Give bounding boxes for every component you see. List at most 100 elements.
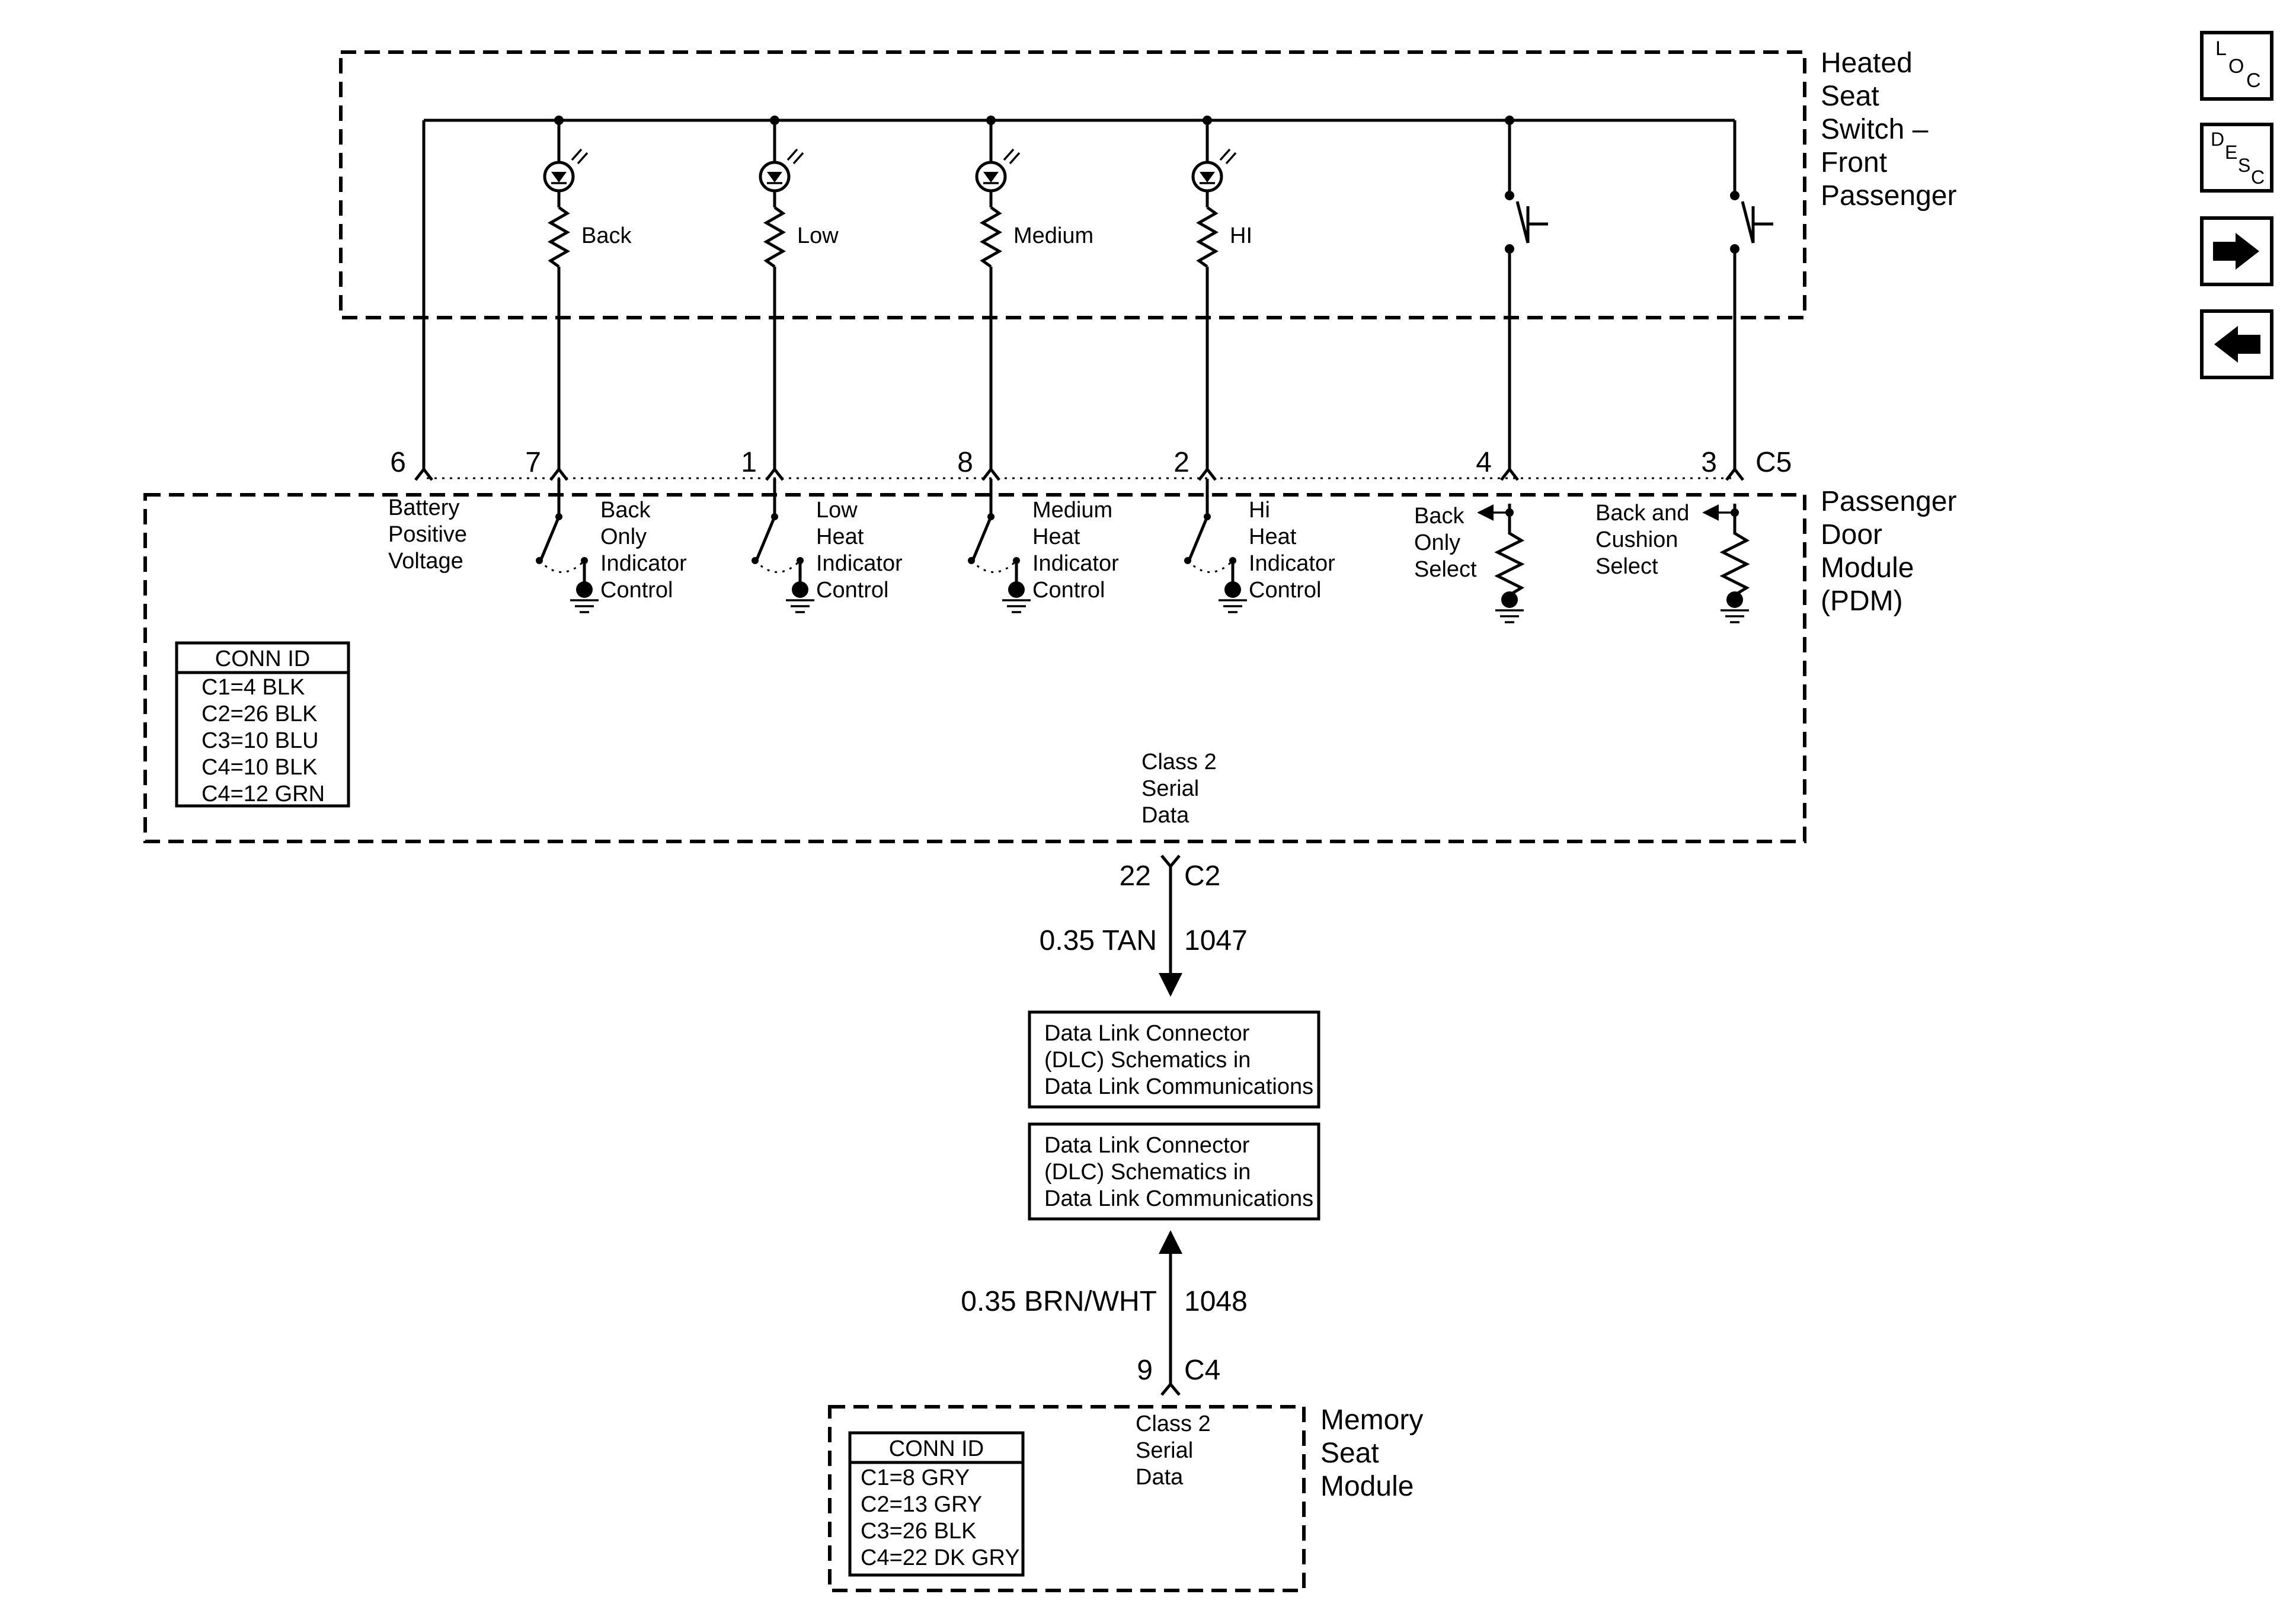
switch-contact xyxy=(1730,191,1739,200)
led-ray xyxy=(571,148,583,161)
pdm-serial-label-line: Data xyxy=(1141,803,1189,828)
switch-title-line: Passenger xyxy=(1821,180,1956,212)
circuit-1047-color: 0.35 TAN xyxy=(1040,925,1157,956)
driver-switch-blade xyxy=(539,516,561,560)
dlc-line: (DLC) Schematics in xyxy=(1044,1048,1251,1073)
switch-title-line: Seat xyxy=(1821,81,1879,112)
back-and-cushion-select-line: Back and xyxy=(1595,501,1689,526)
loc-letter: L xyxy=(2215,37,2227,60)
resistor-icon xyxy=(763,206,786,268)
led-label: HI xyxy=(1230,223,1252,248)
c5-pin-number: 8 xyxy=(957,447,973,478)
loc-button[interactable]: L O C xyxy=(2200,31,2273,101)
desc-button[interactable]: D E S C xyxy=(2200,123,2273,193)
led-ray xyxy=(1219,148,1231,161)
battery-label-line: Voltage xyxy=(388,549,463,574)
pdm-indicator-drivers: BackOnlyIndicatorControlLowHeatIndicator… xyxy=(536,479,1335,613)
c5-pin-number: 7 xyxy=(525,447,541,478)
led-ray xyxy=(577,152,589,165)
heated-seat-switch-outline xyxy=(339,50,1806,319)
svg-text:Class 2 Serial Dat: Class 2 Serial Data xyxy=(1136,1411,1217,1490)
right-arrow-icon xyxy=(2213,233,2259,270)
pdm-title-line: (PDM) xyxy=(1821,585,1903,617)
connector-terminal xyxy=(1500,466,1519,481)
desc-letter: D xyxy=(2211,129,2224,150)
c5-pin-number: 6 xyxy=(390,447,406,478)
connector-terminal xyxy=(1725,466,1744,481)
memory-seat-module: Memory Seat Module Class 2 Serial Data C… xyxy=(828,1404,1431,1592)
pdm-serial-label-line: Serial xyxy=(1141,776,1199,801)
svg-text:Class 2 Serial Dat: Class 2 Serial Data xyxy=(1141,750,1223,828)
driver-label-line: Indicator xyxy=(1249,551,1335,576)
back-only-select-line: Only xyxy=(1414,530,1460,555)
svg-text:Memory Seat Module: Memory Seat Module xyxy=(1320,1404,1431,1502)
switch-contact xyxy=(1505,191,1514,200)
svg-text:Back Only Sele: Back Only Select xyxy=(1414,504,1477,582)
desc-letter: C xyxy=(2251,167,2265,188)
switch-title-line: Switch – xyxy=(1821,114,1929,145)
memory-seat-title-line: Module xyxy=(1320,1471,1414,1502)
msm-conn-id-row: C1=8 GRY xyxy=(861,1465,970,1490)
driver-label-line: Heat xyxy=(1032,524,1080,549)
msm-serial-label-line: Data xyxy=(1136,1465,1184,1490)
memory-seat-title-line: Memory xyxy=(1320,1404,1423,1436)
led-branch: Back xyxy=(543,116,632,471)
connector-terminal xyxy=(981,466,1000,481)
previous-page-button[interactable] xyxy=(2200,309,2273,379)
svg-text:C1=4 BLK C2=26 BLK: C1=4 BLK C2=26 BLK C3=10 BLU C4=10 BLK C… xyxy=(202,675,325,806)
led-ray xyxy=(786,148,798,161)
next-page-button[interactable] xyxy=(2200,216,2273,286)
led-branch: Low xyxy=(759,116,839,471)
pdm-conn-id-row: C4=10 BLK xyxy=(202,755,317,780)
connector-terminal xyxy=(549,466,568,481)
led-branch: HI xyxy=(1191,116,1252,471)
c5-pin-number: 3 xyxy=(1701,447,1717,478)
driver-label-line: Indicator xyxy=(600,551,687,576)
led-ray xyxy=(1009,152,1021,165)
resistor-icon xyxy=(1195,206,1219,268)
pdm-conn-id-row: C4=12 GRN xyxy=(202,782,325,806)
circuit-1048-color: 0.35 BRN/WHT xyxy=(961,1286,1157,1317)
battery-label-line: Positive xyxy=(388,522,467,547)
heated-seat-switch: Heated Seat Switch – Front Passenger xyxy=(339,47,1956,319)
pdm-conn-id-table: CONN ID C1=4 BLK C2=26 BLK C3=10 BLU C4=… xyxy=(175,641,350,808)
back-and-cushion-select-switch xyxy=(1730,120,1773,471)
led-label: Low xyxy=(797,223,839,248)
led-diode xyxy=(767,172,782,183)
dlc-box-upper: Data Link Connector (DLC) Schematics in … xyxy=(1028,1010,1320,1109)
pdm-title-line: Module xyxy=(1821,552,1914,584)
led-ray xyxy=(1003,148,1015,161)
pdm-conn-id-row: C2=26 BLK xyxy=(202,702,317,726)
msm-conn-id-table: CONN ID C1=8 GRY C2=13 GRY C3=26 BLK C4=… xyxy=(848,1431,1025,1577)
loc-letter: C xyxy=(2246,69,2261,92)
back-only-select-line: Back xyxy=(1414,504,1464,529)
c2-pin-number: 22 xyxy=(1120,860,1151,892)
switch-title-line: Front xyxy=(1821,147,1887,178)
memory-seat-module-outline xyxy=(828,1405,1306,1592)
svg-text:Data Link Connector (DLC: Data Link Connector (DLC) Schematics in … xyxy=(1044,1021,1313,1099)
desc-letter: E xyxy=(2225,142,2237,163)
ground-node xyxy=(1008,581,1025,598)
driver-label-line: Control xyxy=(600,578,673,603)
c5-pin-number: 2 xyxy=(1173,447,1189,478)
desc-letter: S xyxy=(2238,155,2250,176)
msm-conn-id-row: C3=26 BLK xyxy=(861,1519,976,1544)
driver-label-line: Only xyxy=(600,524,647,549)
nav-buttons: L O C D E S C xyxy=(2200,31,2273,379)
switch-title-line: Heated xyxy=(1821,47,1913,79)
led-label: Medium xyxy=(1013,223,1093,248)
c5-pin-number: 4 xyxy=(1476,447,1492,478)
pdm-serial-label-line: Class 2 xyxy=(1141,750,1217,774)
pdm-conn-id-row: C1=4 BLK xyxy=(202,675,305,700)
back-only-select-switch xyxy=(1505,116,1548,471)
driver-label-line: Indicator xyxy=(1032,551,1119,576)
back-and-cushion-select-line: Cushion xyxy=(1595,527,1678,552)
dlc-line: (DLC) Schematics in xyxy=(1044,1160,1251,1185)
led-diode xyxy=(551,172,567,183)
c4-pin-number: 9 xyxy=(1137,1355,1153,1386)
c4-connector-label: C4 xyxy=(1184,1355,1220,1386)
pdm-title-line: Door xyxy=(1821,519,1882,550)
